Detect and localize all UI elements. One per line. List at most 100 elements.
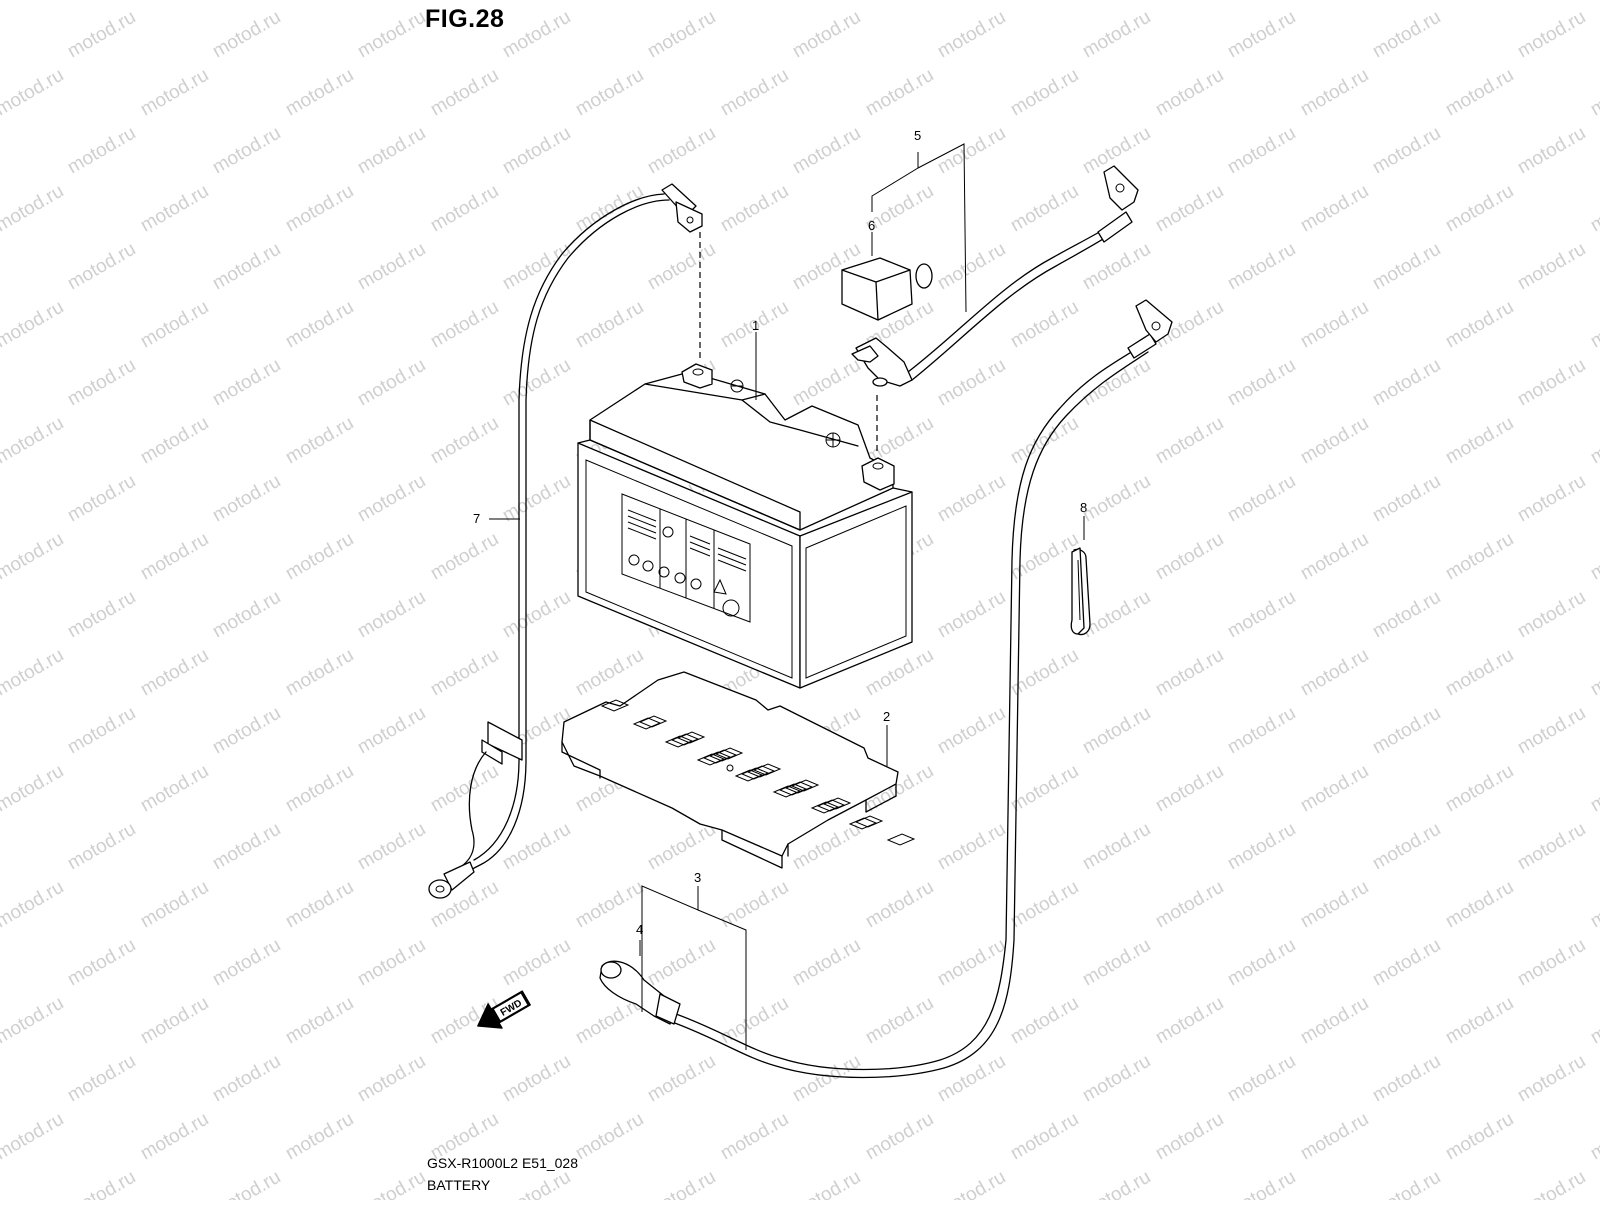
- watermark-text: motod.ru: [1007, 993, 1082, 1049]
- watermark-text: motod.ru: [1007, 1109, 1082, 1165]
- watermark-text: motod.ru: [934, 587, 1009, 643]
- watermark-text: motod.ru: [934, 123, 1009, 179]
- watermark-text: motod.ru: [1007, 877, 1082, 933]
- watermark-text: motod.ru: [137, 761, 212, 817]
- tray-slot: [714, 747, 744, 760]
- watermark-text: motod.ru: [137, 877, 212, 933]
- watermark-text: motod.ru: [427, 0, 502, 4]
- watermark-text: motod.ru: [717, 181, 792, 237]
- watermark-text: motod.ru: [1369, 1051, 1444, 1107]
- watermark-text: motod.ru: [209, 471, 284, 527]
- watermark-text: motod.ru: [0, 0, 67, 4]
- watermark-text: motod.ru: [499, 935, 574, 991]
- watermark-text: motod.ru: [137, 0, 212, 4]
- watermark-text: motod.ru: [1442, 529, 1517, 585]
- watermark-text: motod.ru: [1152, 413, 1227, 469]
- watermark-text: motod.ru: [64, 819, 139, 875]
- watermark-text: motod.ru: [644, 935, 719, 991]
- terminal-boot-icon: [599, 960, 681, 1025]
- tray-slot: [854, 815, 884, 828]
- battery-icon: [577, 363, 913, 689]
- watermark-text: motod.ru: [789, 355, 864, 411]
- clamp-icon: [1070, 547, 1091, 636]
- watermark-text: motod.ru: [427, 761, 502, 817]
- watermark-text: motod.ru: [1297, 993, 1372, 1049]
- callout-3: 3: [694, 870, 701, 885]
- callout-6: 6: [868, 218, 875, 233]
- watermark-text: motod.ru: [789, 1051, 864, 1107]
- figure-title: FIG.28: [425, 5, 505, 33]
- watermark-text: motod.ru: [934, 7, 1009, 63]
- watermark-text: motod.ru: [282, 761, 357, 817]
- watermark-text: motod.ru: [934, 471, 1009, 527]
- watermark-text: motod.ru: [0, 297, 67, 353]
- watermark-text: motod.ru: [1442, 761, 1517, 817]
- watermark-text: motod.ru: [572, 65, 647, 121]
- watermark-text: motod.ru: [1514, 587, 1589, 643]
- watermark-text: motod.ru: [209, 935, 284, 991]
- watermark-text: motod.ru: [64, 1167, 139, 1200]
- tray-slot: [790, 779, 820, 792]
- watermark-text: motod.ru: [934, 1167, 1009, 1200]
- watermark-text: motod.ru: [1152, 181, 1227, 237]
- watermark-text: motod.ru: [1587, 761, 1600, 817]
- watermark-text: motod.ru: [427, 181, 502, 237]
- watermark-text: motod.ru: [1514, 239, 1589, 295]
- watermark-text: motod.ru: [282, 0, 357, 4]
- watermark-text: motod.ru: [1514, 819, 1589, 875]
- watermark-text: motod.ru: [1442, 1109, 1517, 1165]
- watermark-text: motod.ru: [64, 355, 139, 411]
- watermark-text: motod.ru: [1224, 471, 1299, 527]
- diagram-caption: BATTERY: [427, 1177, 491, 1193]
- watermark-text: motod.ru: [789, 935, 864, 991]
- watermark-text: motod.ru: [1224, 935, 1299, 991]
- negative-cable-icon: [671, 299, 1173, 1079]
- watermark-text: motod.ru: [64, 123, 139, 179]
- watermark-text: motod.ru: [1369, 819, 1444, 875]
- watermark-text: motod.ru: [1514, 123, 1589, 179]
- watermark-text: motod.ru: [934, 819, 1009, 875]
- watermark-text: motod.ru: [789, 1167, 864, 1200]
- watermark-text: motod.ru: [209, 355, 284, 411]
- watermark-text: motod.ru: [499, 7, 574, 63]
- watermark-text: motod.ru: [1079, 355, 1154, 411]
- watermark-text: motod.ru: [1297, 0, 1372, 4]
- watermark-text: motod.ru: [282, 645, 357, 701]
- watermark-text: motod.ru: [1587, 645, 1600, 701]
- tray-slot: [784, 781, 814, 794]
- watermark-text: motod.ru: [1224, 1167, 1299, 1200]
- tray-slot: [778, 783, 808, 796]
- watermark-text: motod.ru: [1297, 529, 1372, 585]
- watermark-text: motod.ru: [1514, 703, 1589, 759]
- watermark-text: motod.ru: [717, 993, 792, 1049]
- watermark-text: motod.ru: [209, 123, 284, 179]
- tray-slot: [740, 767, 770, 780]
- watermark-text: motod.ru: [1587, 993, 1600, 1049]
- watermark-text: motod.ru: [354, 7, 429, 63]
- watermark-text: motod.ru: [1514, 1051, 1589, 1107]
- watermark-text: motod.ru: [644, 7, 719, 63]
- watermark-text: motod.ru: [572, 0, 647, 4]
- watermark-text: motod.ru: [427, 529, 502, 585]
- watermark-text: motod.ru: [934, 703, 1009, 759]
- watermark-text: motod.ru: [1007, 181, 1082, 237]
- watermark-text: motod.ru: [1369, 7, 1444, 63]
- watermark-text: motod.ru: [1369, 123, 1444, 179]
- watermark-text: motod.ru: [1369, 587, 1444, 643]
- callout-2: 2: [883, 709, 890, 724]
- watermark-text: motod.ru: [644, 1051, 719, 1107]
- watermark-text: motod.ru: [354, 239, 429, 295]
- watermark-text: motod.ru: [717, 877, 792, 933]
- terminal-cover-icon: [841, 257, 933, 321]
- tray-slot: [600, 699, 630, 712]
- tray-slot: [676, 731, 706, 744]
- watermark-text: motod.ru: [282, 181, 357, 237]
- watermark-text: motod.ru: [1587, 0, 1600, 4]
- watermark-text: motod.ru: [1514, 7, 1589, 63]
- watermark-text: motod.ru: [1007, 413, 1082, 469]
- watermark-text: motod.ru: [1224, 819, 1299, 875]
- watermark-text: motod.ru: [934, 935, 1009, 991]
- watermark-text: motod.ru: [717, 1109, 792, 1165]
- leader-lines: [489, 143, 1085, 1050]
- watermark-text: motod.ru: [499, 1051, 574, 1107]
